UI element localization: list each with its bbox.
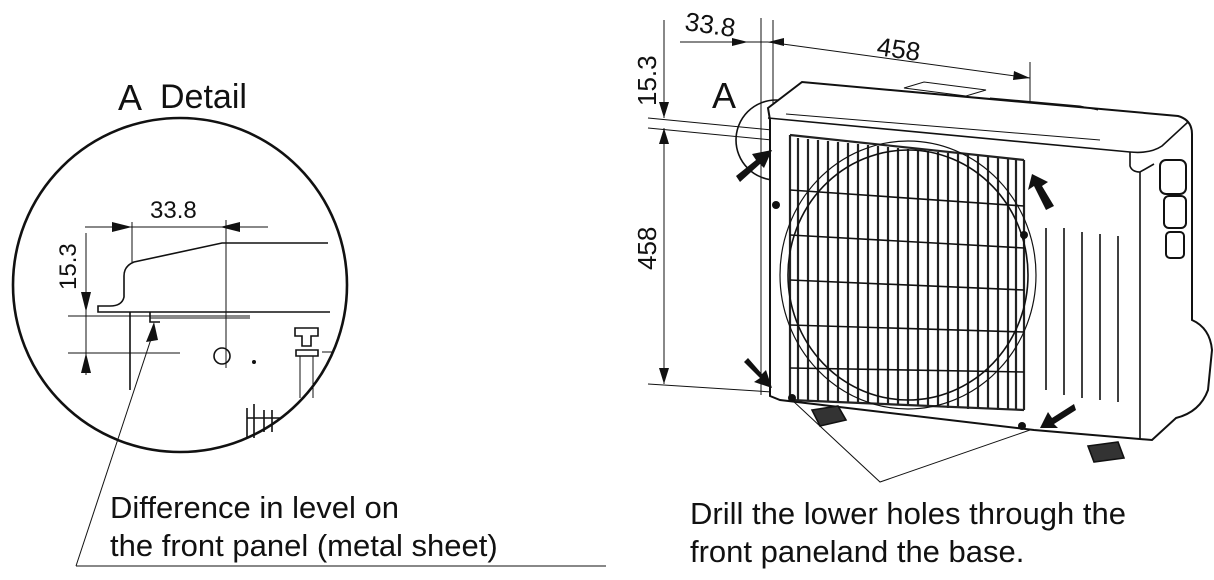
unit-pipe-connections [1159,159,1187,259]
detail-caption-line1: Difference in level on [110,490,399,525]
detail-dim-h-arrow-left [112,222,132,232]
detail-dim-h-arrow-right [220,222,240,232]
unit-pointer-arrows [736,150,1076,428]
detail-dim-h-value: 33.8 [150,197,197,224]
unit-body [766,80,1214,442]
detail-leader-line [75,329,155,567]
unit-caption-line2: front paneland the base. [690,534,1025,569]
detail-fitting-top [294,327,334,398]
unit-foot-left [810,405,848,427]
unit-callout-letter: A [712,75,736,116]
detail-caption-line2: the front panel (metal sheet) [110,528,498,563]
detail-dim-v-value: 15.3 [55,243,82,290]
unit-caption-line1: Drill the lower holes through the [690,496,1126,531]
detail-hole [213,347,231,365]
unit-leader-lines [791,399,1031,483]
detail-view: A Detail 33.8 15.3 [11,77,606,567]
unit-foot-right [1086,441,1126,463]
detail-fitting-bottom [246,404,280,438]
unit-fan-grille [772,133,1037,412]
unit-dim-left-height-value: 458 [632,227,662,270]
detail-title-letter: A [118,77,142,118]
unit-dim-top-width-value: 458 [875,31,922,67]
unit-lower-hole-left [788,394,796,402]
unit-dim-top-left-value: 33.8 [683,6,737,43]
unit-dim-left-small-value: 15.3 [632,55,662,106]
outdoor-unit-view: 33.8 458 15.3 458 A [632,6,1214,483]
unit-lower-hole-right [1018,422,1026,430]
detail-title-word: Detail [160,78,247,116]
detail-panel-profile [97,242,330,313]
unit-side-vents [1045,228,1119,402]
detail-magnifier-circle [11,116,349,454]
unit-dim-width-line [767,41,1031,79]
